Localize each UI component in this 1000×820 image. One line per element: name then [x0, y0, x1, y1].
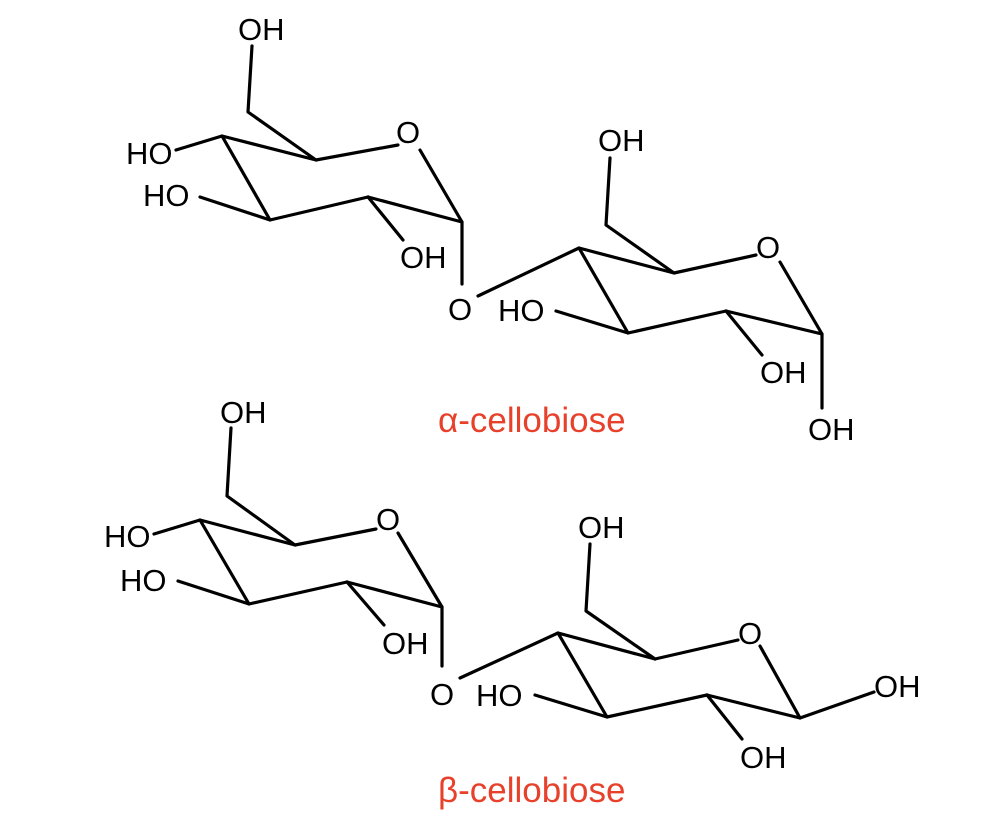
alpha-left-c4-ho-bond: [174, 134, 224, 152]
beta-linkage-oxygen: O: [430, 677, 454, 712]
alpha-left-c3-ho-bond: [198, 195, 272, 222]
alpha-left-c2-oh-bond: [366, 195, 405, 242]
alpha-left-c3-ho-label: HO: [143, 178, 190, 213]
alpha-linkage-oxygen: O: [448, 292, 472, 327]
alpha-right-c2-oh-bond: [724, 309, 764, 357]
beta-right-c2-oh-bond: [705, 693, 744, 741]
beta-cellobiose-structure: OH O HO HO OH O OH O HO OH OH β-cellobio…: [104, 395, 921, 810]
beta-left-ch2oh-bond: [225, 426, 297, 547]
beta-left-ring-oxygen: O: [376, 502, 400, 537]
alpha-right-ring-oxygen: O: [756, 230, 780, 265]
alpha-left-ch2oh-bond: [246, 44, 318, 162]
alpha-cellobiose-structure: OH O HO HO OH O OH O HO OH OH α-cellobio…: [126, 12, 855, 447]
alpha-right-c2-oh-label: OH: [760, 355, 807, 390]
beta-left-ring-bonds: [198, 518, 444, 609]
alpha-right-anomeric-oh-label: OH: [808, 412, 855, 447]
beta-right-ch2oh-bond: [584, 542, 657, 661]
alpha-left-c4-ho-label: HO: [126, 136, 173, 171]
beta-left-ring: OH O HO HO OH: [104, 395, 444, 668]
beta-right-ring-oxygen: O: [738, 616, 762, 651]
alpha-right-ring-bonds: [577, 246, 824, 336]
alpha-right-ring: OH O HO OH OH: [498, 123, 855, 447]
beta-left-c3-ho-bond: [176, 579, 251, 606]
alpha-left-ring: OH O HO HO OH: [126, 12, 464, 286]
beta-left-c2-oh-bond: [345, 580, 386, 627]
beta-left-c2-oh-label: OH: [382, 626, 429, 661]
alpha-left-ring-bonds: [220, 134, 464, 224]
alpha-right-c3-ho-bond: [554, 309, 630, 335]
alpha-left-c2-oh-label: OH: [400, 240, 447, 275]
alpha-glycosidic-right-bond: [476, 246, 581, 298]
alpha-left-ch2oh-label: OH: [238, 12, 285, 47]
beta-glycosidic-right-bond: [458, 631, 560, 680]
beta-right-ring: OH O HO OH OH: [476, 510, 921, 775]
beta-left-c4-ho-label: HO: [104, 519, 151, 554]
beta-right-c2-oh-label: OH: [740, 740, 787, 775]
alpha-cellobiose-title: α-cellobiose: [438, 401, 626, 440]
alpha-right-ch2oh-bond: [604, 156, 676, 275]
beta-cellobiose-title: β-cellobiose: [438, 771, 625, 810]
beta-right-ch2oh-label: OH: [578, 510, 625, 545]
beta-left-c3-ho-label: HO: [120, 563, 167, 598]
beta-left-c4-ho-bond: [152, 518, 202, 536]
alpha-right-ch2oh-label: OH: [598, 123, 645, 158]
alpha-left-ring-oxygen: O: [396, 115, 420, 150]
beta-right-c3-ho-bond: [533, 693, 609, 719]
beta-right-c3-ho-label: HO: [476, 678, 523, 713]
alpha-right-c3-ho-label: HO: [498, 293, 545, 328]
beta-right-ring-bonds: [556, 631, 802, 720]
beta-right-anomeric-oh-bond: [798, 690, 876, 720]
beta-right-anomeric-oh-label: OH: [874, 669, 921, 704]
beta-left-ch2oh-label: OH: [220, 395, 267, 430]
